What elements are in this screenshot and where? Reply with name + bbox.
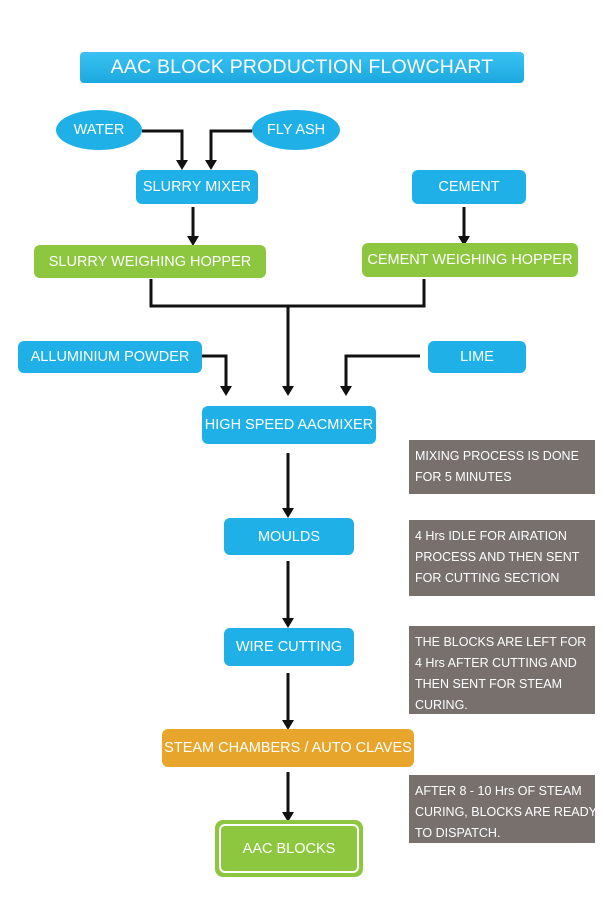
note-line: CURING.: [415, 698, 468, 712]
arrowhead: [282, 386, 294, 396]
note-line: TO DISPATCH.: [415, 826, 501, 840]
node-slurry-mixer: SLURRY MIXER: [136, 170, 258, 204]
arrowhead: [340, 386, 352, 396]
note-line: CURING, BLOCKS ARE READY: [415, 805, 597, 819]
note-cutting: THE BLOCKS ARE LEFT FOR 4 Hrs AFTER CUTT…: [409, 626, 595, 714]
node-aluminium-powder: ALLUMINIUM POWDER: [18, 341, 202, 373]
arrowhead: [220, 386, 232, 396]
note-line: 4 Hrs AFTER CUTTING AND: [415, 656, 577, 670]
node-aac-blocks: AAC BLOCKS: [215, 820, 363, 877]
note-line: FOR CUTTING SECTION: [415, 571, 560, 585]
arrowhead: [282, 812, 294, 822]
node-high-speed-mixer: HIGH SPEED AACMIXER: [202, 406, 376, 444]
node-wire-cutting: WIRE CUTTING: [224, 628, 354, 666]
note-line: 4 Hrs IDLE FOR AIRATION: [415, 529, 567, 543]
line-hoppers-merge: [149, 279, 426, 308]
arrowhead: [282, 618, 294, 628]
arrowhead: [282, 508, 294, 518]
note-steam: AFTER 8 - 10 Hrs OF STEAM CURING, BLOCKS…: [409, 775, 597, 843]
note-line: MIXING PROCESS IS DONE: [415, 449, 579, 463]
note-line: THE BLOCKS ARE LEFT FOR: [415, 635, 587, 649]
node-water: WATER: [56, 110, 142, 150]
node-steam-chambers: STEAM CHAMBERS / AUTO CLAVES: [162, 729, 414, 767]
arrowhead: [458, 236, 470, 246]
arrow-lime-to-mixer: [344, 354, 420, 386]
node-slurry-weighing-hopper: SLURRY WEIGHING HOPPER: [34, 245, 266, 278]
page-title: AAC BLOCK PRODUCTION FLOWCHART: [80, 52, 524, 83]
node-cement-weighing-hopper: CEMENT WEIGHING HOPPER: [362, 243, 578, 277]
note-line: FOR 5 MINUTES: [415, 470, 512, 484]
arrowhead: [187, 236, 199, 246]
node-cement: CEMENT: [412, 170, 526, 204]
node-fly-ash: FLY ASH: [252, 110, 340, 150]
note-mixing: MIXING PROCESS IS DONE FOR 5 MINUTES: [409, 440, 595, 494]
node-moulds: MOULDS: [224, 518, 354, 555]
arrow-water-to-slurry-mixer: [142, 129, 184, 160]
node-lime: LIME: [428, 341, 526, 373]
arrowhead: [282, 720, 294, 730]
node-aac-blocks-label: AAC BLOCKS: [219, 824, 359, 873]
arrow-aluminium-to-mixer: [202, 354, 228, 386]
arrowhead: [205, 160, 217, 170]
note-line: THEN SENT FOR STEAM: [415, 677, 563, 691]
note-line: AFTER 8 - 10 Hrs OF STEAM: [415, 784, 582, 798]
note-moulds: 4 Hrs IDLE FOR AIRATION PROCESS AND THEN…: [409, 520, 595, 596]
arrowhead: [176, 160, 188, 170]
note-line: PROCESS AND THEN SENT: [415, 550, 580, 564]
arrow-flyash-to-slurry-mixer: [209, 129, 252, 160]
